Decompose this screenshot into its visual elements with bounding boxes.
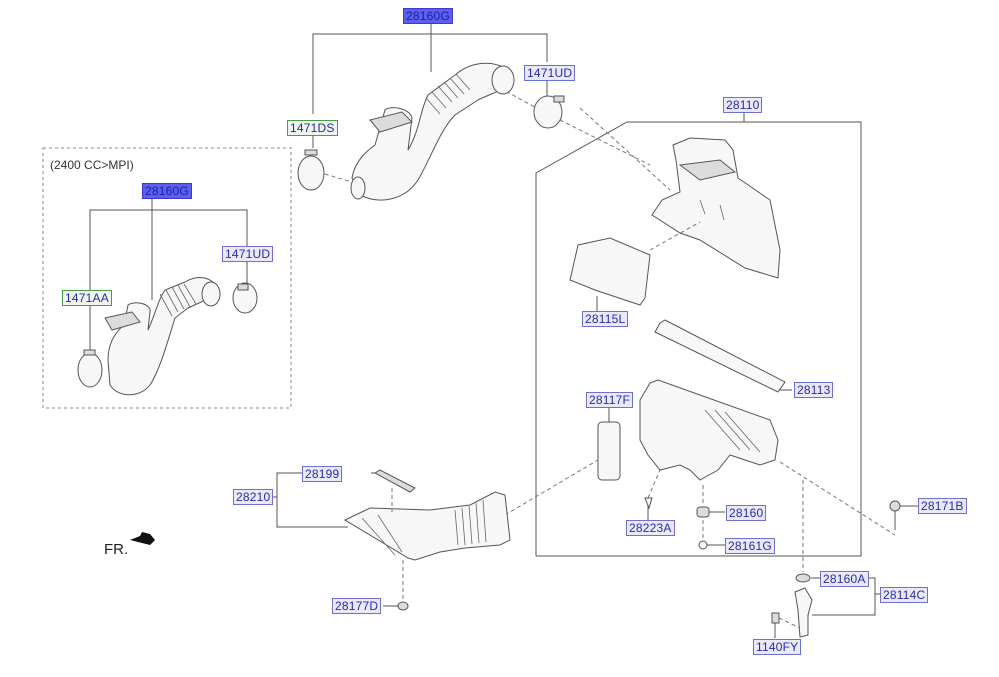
label-28171B[interactable]: 28171B bbox=[918, 498, 967, 514]
filter-element bbox=[654, 319, 792, 393]
resonator-part bbox=[569, 237, 651, 312]
clamp-mpi-left bbox=[77, 349, 103, 388]
clip-part bbox=[644, 469, 661, 520]
leader-lines-mpi-hose bbox=[89, 198, 248, 352]
air-cleaner-body bbox=[639, 379, 779, 481]
label-28177D[interactable]: 28177D bbox=[332, 598, 382, 614]
front-indicator: FR. bbox=[104, 541, 129, 558]
bracket-part bbox=[771, 480, 880, 638]
label-28160G-mpi[interactable]: 28160G bbox=[142, 183, 192, 199]
label-28161G[interactable]: 28161G bbox=[725, 538, 775, 554]
label-28117F[interactable]: 28117F bbox=[586, 392, 634, 408]
label-1471AA[interactable]: 1471AA bbox=[62, 290, 112, 306]
clamp-mpi-right bbox=[232, 282, 258, 314]
variant-note: (2400 CC>MPI) bbox=[50, 158, 134, 172]
intake-duct bbox=[272, 469, 511, 611]
label-28114C[interactable]: 28114C bbox=[880, 587, 929, 603]
air-hose-main bbox=[350, 62, 515, 201]
label-28113[interactable]: 28113 bbox=[794, 382, 834, 398]
label-28199[interactable]: 28199 bbox=[302, 466, 343, 482]
label-28160G-main[interactable]: 28160G bbox=[403, 8, 453, 24]
clamp-top-left bbox=[297, 149, 325, 191]
variant-box bbox=[42, 147, 292, 409]
label-1140FY[interactable]: 1140FY bbox=[753, 639, 802, 655]
insulator-part bbox=[696, 485, 725, 518]
label-28223A[interactable]: 28223A bbox=[626, 520, 675, 536]
side-filter bbox=[597, 406, 621, 481]
air-hose-mpi bbox=[104, 277, 221, 396]
front-arrow-icon bbox=[130, 532, 155, 545]
air-cleaner-group-outline bbox=[535, 112, 862, 557]
bolt-part bbox=[698, 520, 725, 550]
label-1471DS[interactable]: 1471DS bbox=[287, 120, 338, 136]
label-28115L[interactable]: 28115L bbox=[582, 311, 629, 327]
screw-part bbox=[779, 461, 918, 536]
label-28210[interactable]: 28210 bbox=[233, 489, 274, 505]
air-cleaner-cover bbox=[651, 137, 781, 279]
label-28110[interactable]: 28110 bbox=[723, 97, 763, 113]
label-1471UD-mpi[interactable]: 1471UD bbox=[222, 246, 274, 262]
label-28160[interactable]: 28160 bbox=[726, 505, 767, 521]
label-1471UD-main[interactable]: 1471UD bbox=[524, 65, 576, 81]
clamp-top-right bbox=[533, 95, 565, 129]
label-28160A[interactable]: 28160A bbox=[820, 571, 869, 587]
